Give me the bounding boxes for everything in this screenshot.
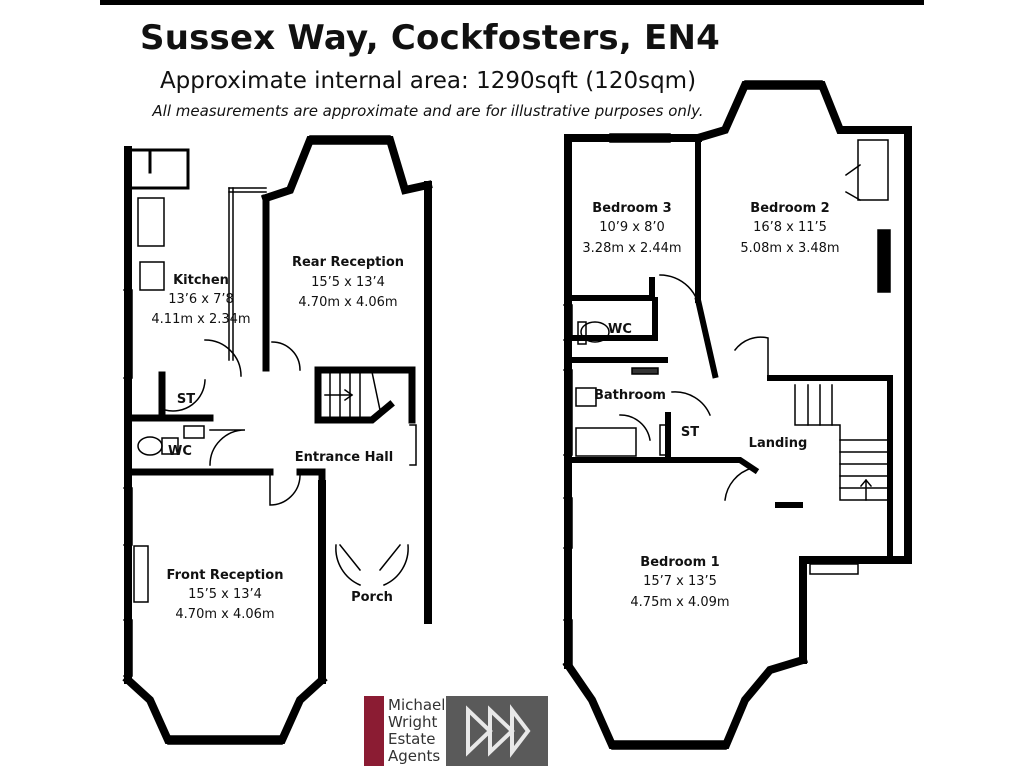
front-reception-metric: 4.70m x 4.06m xyxy=(175,607,274,622)
ground-floor-plan xyxy=(122,135,433,745)
page-title: Sussex Way, Cockfosters, EN4 xyxy=(140,18,720,58)
first-front-bay xyxy=(562,655,808,749)
front-reception-imperial: 15’5 x 13’4 xyxy=(188,587,262,602)
bedroom1-label: Bedroom 1 xyxy=(640,555,719,570)
bedroom3-imperial: 10’9 x 8’0 xyxy=(599,220,665,235)
ground-wc-label: WC xyxy=(168,444,192,459)
bedroom1-imperial: 15’7 x 13’5 xyxy=(643,574,717,589)
first-st-label: ST xyxy=(681,425,699,440)
kitchen-imperial: 13’6 x 7’8 xyxy=(168,292,234,307)
ground-front-bay xyxy=(122,674,328,744)
logo-line-1: Michael xyxy=(388,696,446,714)
kitchen-label: Kitchen xyxy=(173,273,229,288)
first-bed2-left xyxy=(694,296,719,379)
bedroom1-metric: 4.75m x 4.09m xyxy=(630,595,729,610)
ground-front-top xyxy=(296,468,326,488)
front-reception-label: Front Reception xyxy=(167,568,284,583)
first-bath-bottom xyxy=(565,457,760,475)
double-arrow-icon xyxy=(466,704,531,758)
bedroom2-imperial: 16’8 x 11’5 xyxy=(753,220,827,235)
first-bed2-bottom xyxy=(767,375,893,563)
landing-label: Landing xyxy=(749,436,808,451)
first-wc-bottom xyxy=(565,297,658,341)
bedroom2-label: Bedroom 2 xyxy=(750,201,829,216)
first-floor-plan xyxy=(562,80,912,750)
ground-labels: Kitchen 13’6 x 7’8 4.11m x 2.34m Rear Re… xyxy=(151,255,404,622)
first-labels: Bedroom 3 10’9 x 8’0 3.28m x 2.44m Bedro… xyxy=(582,201,839,610)
ground-st-label: ST xyxy=(177,392,195,407)
logo-mark xyxy=(446,696,548,766)
rear-reception-imperial: 15’5 x 13’4 xyxy=(311,275,385,290)
kitchen-metric: 4.11m x 2.34m xyxy=(151,312,250,327)
area-subtitle: Approximate internal area: 1290sqft (120… xyxy=(159,68,697,94)
bedroom3-label: Bedroom 3 xyxy=(592,201,671,216)
entrance-hall-label: Entrance Hall xyxy=(295,450,393,465)
rear-reception-metric: 4.70m x 4.06m xyxy=(298,295,397,310)
rear-reception-label: Rear Reception xyxy=(292,255,404,270)
bedroom2-metric: 5.08m x 3.48m xyxy=(740,241,839,256)
logo-line-4: Agents xyxy=(388,747,441,765)
logo-accent-bar xyxy=(364,696,384,766)
first-south-east xyxy=(799,556,912,664)
logo-line-2: Wright xyxy=(388,713,438,731)
ground-rear-bay xyxy=(260,136,433,204)
first-wc-label: WC xyxy=(608,322,632,337)
top-rule xyxy=(100,0,924,5)
porch-label: Porch xyxy=(351,590,393,605)
bedroom3-metric: 3.28m x 2.44m xyxy=(582,241,681,256)
logo-line-3: Estate xyxy=(388,730,436,748)
first-rear-bay xyxy=(693,81,912,143)
disclaimer-text: All measurements are approximate and are… xyxy=(152,102,704,120)
ground-stair-left xyxy=(314,366,395,424)
bathroom-label: Bathroom xyxy=(594,388,666,403)
first-bed3-bottom xyxy=(565,277,655,301)
